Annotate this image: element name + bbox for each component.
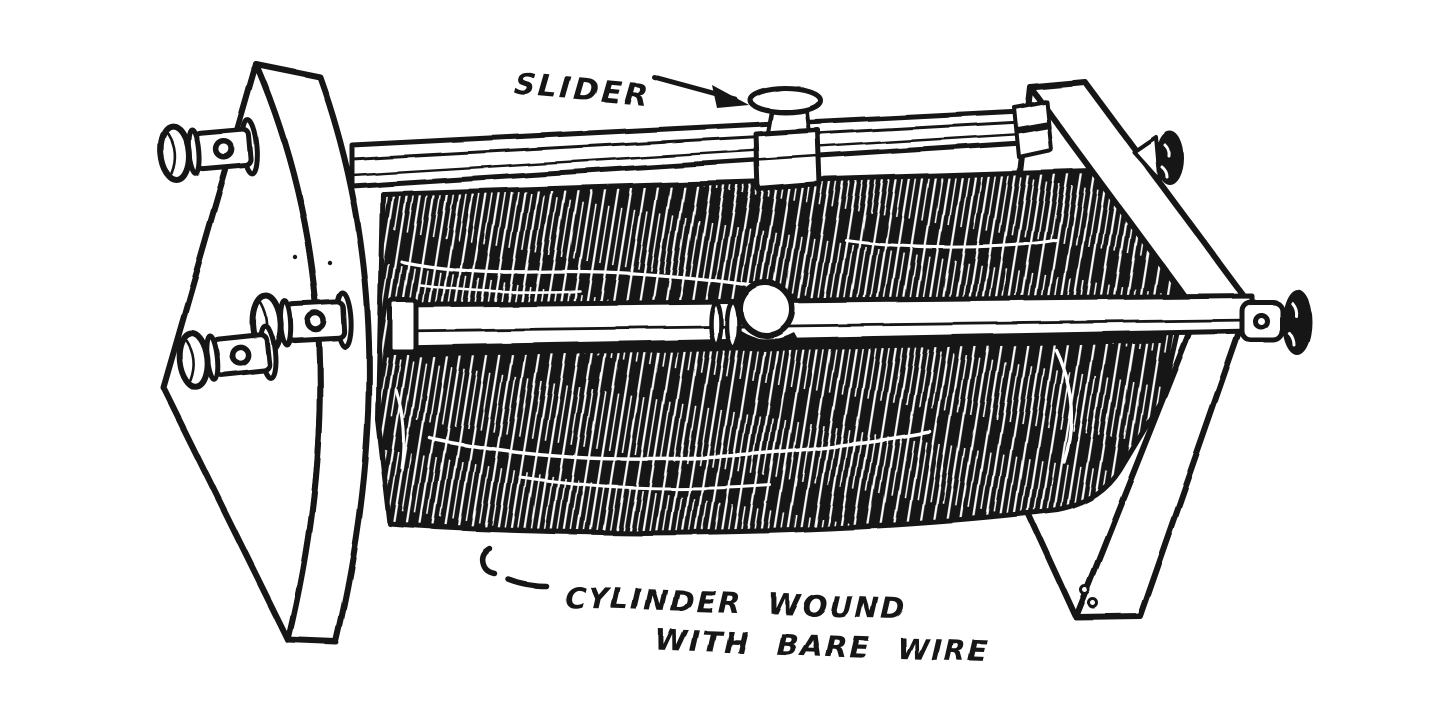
post-hole [305, 310, 327, 333]
knob-highlight [1290, 301, 1298, 318]
rod-end-pin [1252, 312, 1270, 330]
post-cap-rim [185, 339, 195, 382]
contact-ball [737, 280, 795, 338]
right-plate-lower-edge [1073, 310, 1200, 620]
winding-highlight [418, 283, 582, 294]
slider-label: SLIDER [513, 67, 651, 114]
knob-highlight [1287, 331, 1296, 347]
slider-cap-rim [751, 101, 819, 113]
label-cylinder-group: CYLINDER WOUND WITH BARE WIRE [478, 545, 991, 669]
cylinder-label-line2: WITH BARE WIRE [655, 623, 991, 669]
ball-shadow [735, 330, 799, 347]
wound-cylinder [375, 168, 1188, 536]
winding-body [375, 168, 1188, 536]
bracket-notch [1014, 121, 1050, 134]
right-top-terminal-knob [1132, 131, 1184, 185]
winding-highlight [428, 430, 932, 461]
leader-hook [478, 545, 497, 576]
ball-collar-washer [708, 300, 724, 348]
post-hole [229, 344, 251, 366]
knob-highlight [1160, 165, 1169, 179]
winding-highlight [394, 388, 406, 470]
rod-mount-block [387, 297, 419, 355]
slider-rod-ridge [350, 132, 1024, 177]
winding-highlight [1054, 348, 1073, 464]
slider-knob [747, 85, 823, 192]
binding-post-top [158, 117, 260, 184]
slider-arrow-head [712, 85, 749, 108]
contact-rod-ridge [398, 318, 1254, 333]
slider-rod-ridge [350, 120, 1024, 161]
left-plate-edge-strip [253, 61, 373, 645]
leader-dash [505, 576, 549, 589]
plate-speck [293, 255, 299, 261]
winding-highlight [518, 475, 772, 491]
rod-end-knob [1282, 289, 1312, 355]
slider-collar [753, 127, 823, 192]
contact-rod [397, 280, 1312, 355]
slider-collar-line [755, 154, 821, 162]
knob-highlight [1163, 143, 1171, 158]
plate-screw-mark [1087, 597, 1099, 609]
knob-disc [1156, 131, 1184, 185]
post-hole [213, 138, 235, 161]
label-slider-group: SLIDER [513, 67, 749, 114]
cylinder-label-line1: CYLINDER WOUND [564, 580, 908, 626]
binding-post-lower [176, 323, 278, 390]
plate-speck [327, 260, 333, 266]
plate-screw-mark [1079, 584, 1091, 596]
post-cap-rim [167, 132, 177, 176]
winding-highlight [400, 260, 757, 288]
rod-shadow [408, 335, 1166, 357]
winding-highlight [844, 238, 1058, 249]
